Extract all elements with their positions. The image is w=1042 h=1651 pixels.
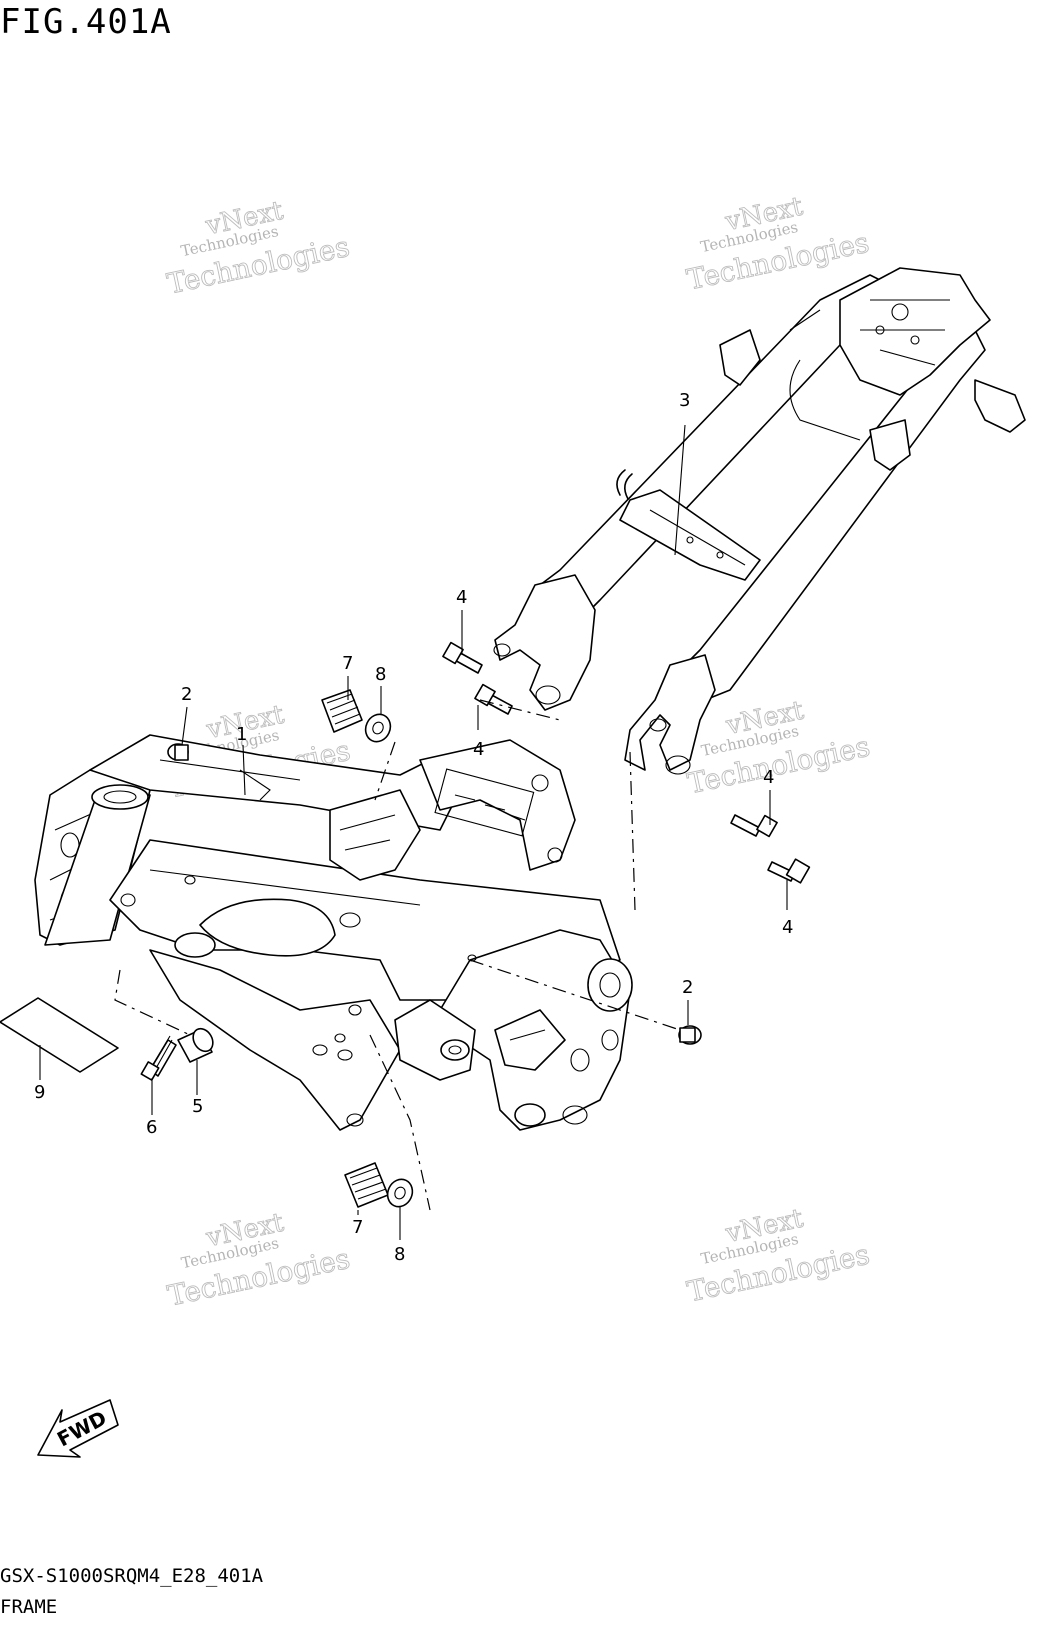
- callout-1: 1: [236, 724, 247, 745]
- callout-2-right: 2: [682, 977, 693, 998]
- watermark-top-right: vNext Technologies Technologies: [683, 191, 872, 297]
- section-name: FRAME: [0, 1596, 58, 1618]
- callout-8-upper: 8: [375, 664, 386, 685]
- callout-7-lower: 7: [352, 1217, 363, 1238]
- bolt-part-4-right-b: [767, 858, 811, 884]
- screw-part-2-right: [678, 1025, 702, 1045]
- assembly-lines: [114, 699, 681, 1211]
- spring-part-7-upper: [321, 689, 363, 733]
- callout-3: 3: [679, 390, 690, 411]
- leader-lines: [39, 424, 788, 1240]
- spring-part-7-lower: [344, 1162, 389, 1208]
- watermark-top-left: vNext Technologies Technologies: [164, 195, 353, 301]
- callout-5: 5: [192, 1096, 203, 1117]
- washer-part-8-upper: [364, 713, 392, 743]
- model-code: GSX-S1000SRQM4_E28_401A: [0, 1565, 264, 1587]
- callout-4-right-lower: 4: [782, 917, 793, 938]
- bolt-part-6: [140, 1035, 177, 1081]
- callout-4-mid: 4: [473, 739, 484, 760]
- figure-title: FIG.401A: [0, 2, 172, 42]
- bolt-part-4-upper-a: [442, 641, 483, 674]
- bushing-part-5: [177, 1027, 214, 1063]
- callout-4-upper: 4: [456, 587, 467, 608]
- fwd-direction-badge: FWD: [37, 1399, 119, 1458]
- callout-7-upper: 7: [342, 653, 353, 674]
- callout-2-top: 2: [181, 684, 192, 705]
- seat-rail-part-3: [493, 267, 1026, 775]
- caution-label-part-9: [0, 997, 119, 1073]
- bolt-part-4-upper-b: [474, 683, 513, 715]
- callout-6: 6: [146, 1117, 157, 1138]
- main-frame-part-1: [34, 734, 633, 1131]
- watermark-bottom-right: vNext Technologies Technologies: [684, 1203, 873, 1309]
- callout-8-lower: 8: [394, 1244, 405, 1265]
- watermark-bottom-left: vNext Technologies Technologies: [164, 1207, 353, 1313]
- callout-9: 9: [34, 1082, 45, 1103]
- callout-4-right-upper: 4: [763, 767, 774, 788]
- washer-part-8-lower: [386, 1178, 414, 1208]
- bolt-part-4-right-a: [730, 814, 778, 838]
- screw-part-2-top: [167, 743, 189, 761]
